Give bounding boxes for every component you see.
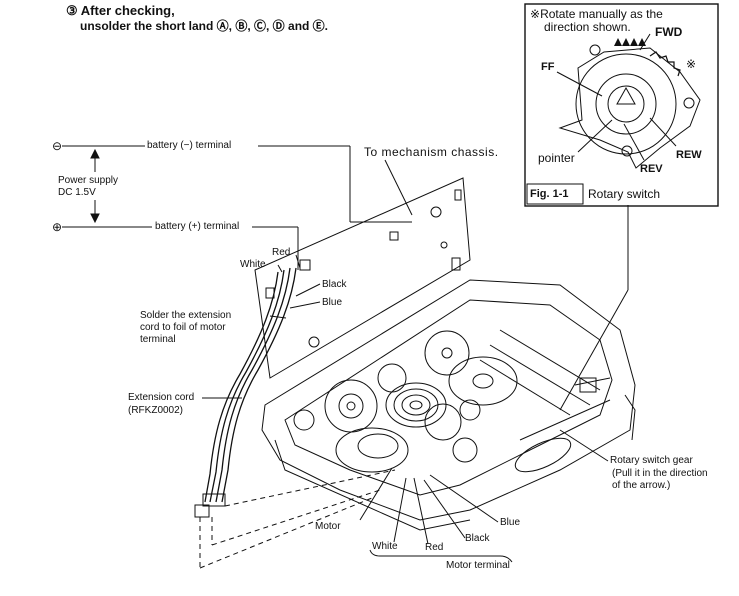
inset-note-line2: direction shown.: [544, 20, 631, 34]
motor-terminal-label: Motor terminal: [446, 560, 510, 571]
battery-plus-label: battery (+) terminal: [155, 221, 240, 232]
wire-red-label-bottom: Red: [425, 542, 444, 553]
step-marker: ③: [66, 3, 78, 18]
minus-terminal-symbol: ⊖: [52, 139, 63, 153]
connector-1: [202, 493, 226, 507]
mechanism-chassis-label: To mechanism chassis.: [364, 145, 499, 159]
solder-note-line1: Solder the extension: [140, 310, 232, 321]
ff-label: FF: [541, 61, 555, 73]
rew-label: REW: [676, 149, 702, 161]
circuit-board: [254, 177, 471, 379]
power-supply-voltage: DC 1.5V: [58, 187, 96, 198]
wire-white-label-top: White: [240, 259, 266, 270]
rev-label: REV: [640, 163, 663, 175]
wire-black-label-bottom: Black: [465, 533, 490, 544]
extension-cord-label: Extension cord: [128, 392, 195, 403]
note-mark: ※: [530, 7, 541, 21]
step-heading-line1: ③ After checking,: [66, 4, 175, 17]
fwd-label: FWD: [655, 25, 683, 39]
solder-note-line3: terminal: [140, 334, 176, 345]
rotary-gear-label-line2: (Pull it in the direction: [612, 468, 708, 479]
step-heading-line2: unsolder the short land Ⓐ, Ⓑ, Ⓒ, Ⓓ and Ⓔ…: [80, 19, 329, 33]
solder-note-line2: cord to foil of motor: [140, 322, 226, 333]
connector-2: [194, 504, 210, 518]
plus-terminal-symbol: ⊕: [52, 220, 63, 234]
step-heading-text: After checking,: [80, 3, 175, 18]
rotary-switch-inset: [524, 3, 719, 207]
inset-note-text: Rotate manually as the: [540, 7, 663, 21]
rotary-gear-label-line3: of the arrow.): [612, 480, 671, 491]
figure-caption: Rotary switch: [588, 187, 661, 201]
star-mark: ※: [686, 57, 697, 71]
wire-black-label-top: Black: [322, 279, 347, 290]
battery-minus-label: battery (−) terminal: [147, 140, 232, 151]
rotary-switch-housing: [558, 47, 701, 169]
motor-shape: [335, 427, 409, 473]
motor-label: Motor: [315, 521, 341, 532]
pointer-label: pointer: [538, 151, 575, 165]
wire-blue-label-bottom: Blue: [500, 517, 521, 528]
rotary-gear-label-line1: Rotary switch gear: [610, 455, 693, 466]
mechanism-body: [261, 279, 636, 521]
power-supply-label: Power supply: [58, 175, 119, 186]
inset-note-line1: ※Rotate manually as the: [530, 8, 663, 20]
wire-white-label-bottom: White: [372, 541, 398, 552]
figure-number: Fig. 1-1: [530, 188, 569, 200]
wire-red-label-top: Red: [272, 247, 291, 258]
extension-cord-part-number: (RFKZ0002): [128, 405, 184, 416]
wire-blue-label-top: Blue: [322, 297, 343, 308]
